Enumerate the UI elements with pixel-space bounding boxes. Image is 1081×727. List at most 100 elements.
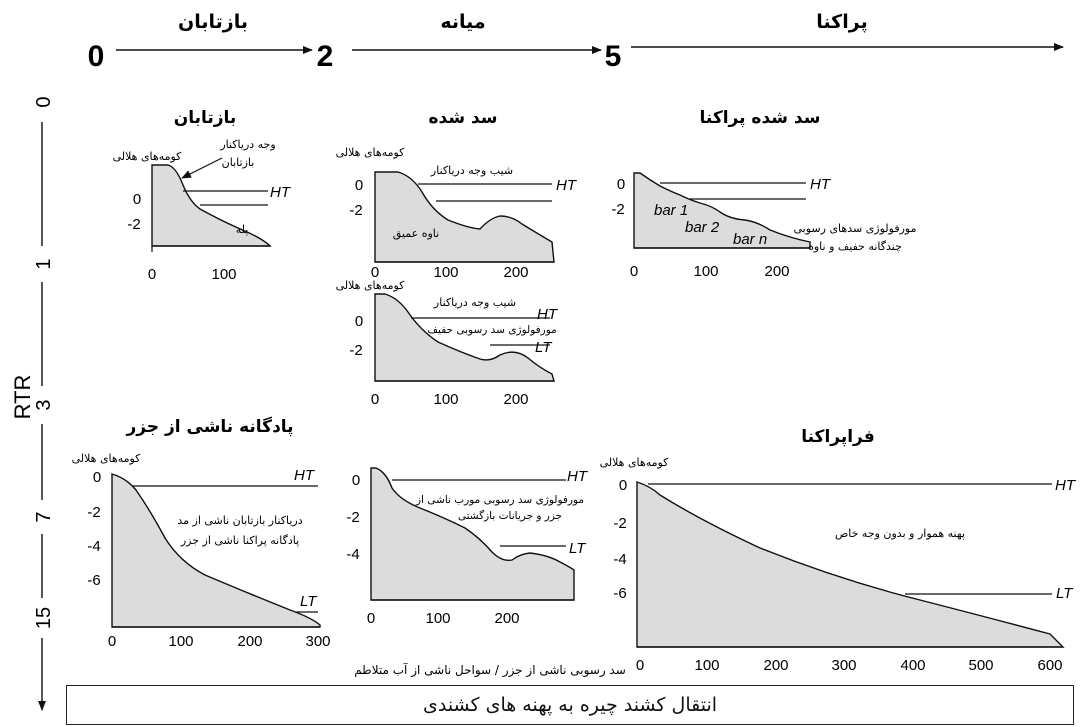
- x-tick: 100: [433, 391, 458, 408]
- x-tick: 400: [900, 657, 925, 674]
- x-tick: 300: [305, 633, 330, 650]
- bar-morphology-note: مورفولوژی سد رسوبی حفیف: [427, 324, 557, 336]
- ht-label: HT: [556, 177, 578, 194]
- trough-note: ناوه عمیق: [393, 227, 439, 241]
- oblique-bar-note-1: مورفولوژی سد رسوبی مورب ناشی از: [415, 494, 584, 506]
- mark-5: 5: [605, 40, 622, 73]
- panel-barred-upper: سد شده HT 0 -2 0 100 200 کومه‌های هلالی …: [336, 108, 578, 281]
- y-tick: -2: [611, 201, 624, 218]
- beachface-note-2: بازتابان: [222, 156, 255, 169]
- panel-title: سد شده پراکنا: [700, 108, 821, 128]
- y-tick: -6: [87, 572, 100, 589]
- x-tick: 200: [237, 633, 262, 650]
- panel-barred-lower: HT LT 0 -2 0 100 200 کومه‌های هلالی شیب …: [336, 279, 559, 408]
- x-tick: 0: [630, 263, 638, 280]
- panel-low-tide-bar: HT LT 0 -2 -4 0 100 200 مورفولوژی سد رسو…: [346, 467, 626, 678]
- y-tick: 0: [133, 191, 141, 208]
- x-tick: 0: [371, 264, 379, 281]
- x-tick: 200: [503, 264, 528, 281]
- y-tick: -2: [346, 509, 359, 526]
- ht-label: HT: [537, 306, 559, 323]
- panel-reflective: بازتابان HT 0 -2 0 100 کومه‌های هلالی وج…: [113, 108, 292, 283]
- header-sequence: 0 2 5 بازتابان میانه پراکنا: [88, 11, 1064, 73]
- terrace-note-2: پادگانه پراکنا ناشی از جزر: [180, 534, 299, 547]
- beach-profile: [370, 467, 575, 601]
- panel-title: سد شده: [428, 108, 497, 128]
- rtr-label: RTR: [10, 375, 35, 420]
- y-tick: 0: [355, 313, 363, 330]
- x-tick: 100: [168, 633, 193, 650]
- flat-surface-note: پهنه هموار و بدون وجه خاص: [835, 527, 965, 540]
- cusps-note: کومه‌های هلالی: [600, 456, 670, 469]
- mark-2: 2: [317, 40, 334, 73]
- stage-reflective: بازتابان: [178, 11, 248, 33]
- x-tick: 100: [425, 610, 450, 627]
- x-tick: 0: [636, 657, 644, 674]
- panel-title: فراپراکنا: [801, 427, 875, 447]
- bar-n-label: bar n: [733, 231, 767, 248]
- panel-ultra-dissipative: فراپراکنا HT LT 0 -2 -4 -6 0 100 200 300…: [600, 427, 1077, 674]
- ht-label: HT: [810, 176, 832, 193]
- tide-dominance-label: انتقال کشند چیره به پهنه های کشندی: [422, 694, 718, 716]
- cusps-note: کومه‌های هلالی: [336, 146, 406, 159]
- y-tick: -2: [349, 202, 362, 219]
- beachface-note: وجه دریاکنار: [219, 138, 275, 151]
- x-tick: 200: [494, 610, 519, 627]
- ht-label: HT: [1055, 477, 1077, 494]
- y-tick: 0: [93, 469, 101, 486]
- lt-label: LT: [535, 339, 553, 356]
- cusps-note: کومه‌های هلالی: [113, 150, 183, 163]
- y-tick: -2: [349, 342, 362, 359]
- rtr-tick-1: 1: [33, 258, 55, 269]
- x-tick: 0: [371, 391, 379, 408]
- cusps-note: کومه‌های هلالی: [72, 452, 142, 465]
- x-tick: 200: [764, 263, 789, 280]
- stage-dissipative: پراکنا: [816, 11, 867, 33]
- beachface-arrow: [181, 157, 223, 179]
- y-tick: -2: [127, 216, 140, 233]
- beach-profile: [111, 473, 321, 628]
- cusps-note: کومه‌های هلالی: [336, 279, 406, 292]
- y-tick: -4: [346, 546, 359, 563]
- y-tick: -6: [613, 585, 626, 602]
- ht-label: HT: [294, 467, 316, 484]
- ht-label: HT: [270, 184, 292, 201]
- rtr-tick-3: 3: [33, 399, 55, 410]
- panel-low-tide-terrace: پادگانه ناشی از جزر HT LT 0 -2 -4 -6 0 1…: [72, 416, 331, 650]
- x-tick: 100: [693, 263, 718, 280]
- group-caption: سد رسوبی ناشی از جزر / سواحل ناشی از آب …: [354, 662, 626, 678]
- x-tick: 0: [108, 633, 116, 650]
- x-tick: 0: [367, 610, 375, 627]
- stage-intermediate: میانه: [440, 11, 485, 33]
- x-tick: 0: [148, 266, 156, 283]
- lt-label: LT: [300, 593, 318, 610]
- y-tick: 0: [619, 477, 627, 494]
- beach-profile: [633, 172, 811, 249]
- ht-label: HT: [567, 468, 589, 485]
- terrace-note-1: دریاکنار بازتابان ناشی از مد: [177, 514, 302, 527]
- tide-dominance-box: انتقال کشند چیره به پهنه های کشندی: [66, 685, 1074, 725]
- x-tick: 300: [831, 657, 856, 674]
- y-tick: -4: [613, 551, 626, 568]
- x-tick: 600: [1037, 657, 1062, 674]
- panel-title: بازتابان: [174, 108, 237, 128]
- lt-label: LT: [1056, 585, 1074, 602]
- beach-profile: [374, 171, 555, 263]
- beachface-slope-note: شیب وجه دریاکنار: [433, 296, 516, 309]
- beach-profile: [636, 481, 1065, 648]
- beach-profile: [374, 293, 555, 382]
- rtr-tick-7: 7: [33, 511, 55, 522]
- lt-label: LT: [569, 540, 587, 557]
- x-tick: 500: [968, 657, 993, 674]
- multi-bar-note-2: چندگانه حفیف و ناوه: [808, 240, 902, 253]
- y-tick: -2: [613, 515, 626, 532]
- mark-0: 0: [88, 40, 105, 73]
- step-note: پله: [236, 223, 249, 236]
- rtr-axis: 0 1 3 7 15 RTR: [10, 82, 55, 711]
- beach-profile: [151, 164, 272, 247]
- x-tick: 200: [503, 391, 528, 408]
- multi-bar-note: مورفولوژی سدهای رسوبی: [794, 222, 917, 235]
- y-tick: 0: [352, 472, 360, 489]
- bar-2-label: bar 2: [685, 219, 720, 236]
